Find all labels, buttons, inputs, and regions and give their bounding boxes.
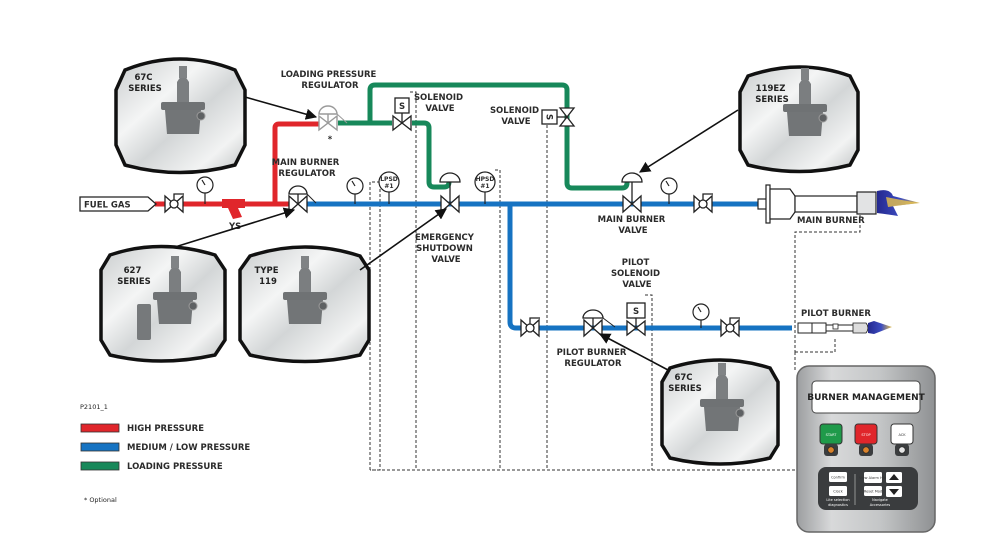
pilot-burner: PILOT BURNER (797, 309, 892, 334)
solenoid-valve-2-label: SOLENOID VALVE (490, 106, 542, 127)
y-strainer: YS (222, 199, 245, 232)
keypad: Confirm Clock Lite selection diagnostics… (818, 467, 918, 510)
regulator-photo (137, 255, 198, 340)
solenoid-s-symbol: S (544, 114, 554, 120)
hpsd-switch: HPSD #1 (474, 171, 496, 204)
high-pressure-pipe-riser (272, 121, 320, 204)
svg-text:Accessories: Accessories (870, 503, 891, 507)
optional-marker: * (328, 135, 333, 145)
legend-item-loading-pressure: LOADING PRESSURE (80, 461, 223, 472)
pressure-gauge-pilot (692, 303, 710, 328)
solenoid-valve-1-label: SOLENOID VALVE (414, 93, 466, 114)
emergency-shutdown-valve[interactable] (439, 172, 461, 214)
solenoid-s-symbol: S (633, 307, 639, 317)
svg-text:Clock: Clock (833, 490, 843, 494)
medium-pressure-pipe-pilot (507, 204, 792, 331)
pilot-flame-icon (868, 321, 892, 334)
pressure-gauge-inlet (196, 176, 214, 204)
svg-text:#1: #1 (480, 183, 489, 190)
svg-text:MEDIUM / LOW PRESSURE: MEDIUM / LOW PRESSURE (127, 443, 250, 453)
svg-text:Navigate: Navigate (872, 498, 888, 502)
emergency-shutdown-valve-label: EMERGENCY SHUTDOWN VALVE (415, 233, 477, 265)
svg-text:ACK: ACK (898, 433, 906, 437)
arrow-down-icon (889, 489, 899, 495)
product-callout-title: TYPE 119 (255, 266, 282, 287)
pilot-ball-valve-1[interactable] (520, 317, 540, 338)
svg-text:Reset Mod: Reset Mod (864, 490, 882, 494)
fuel-gas-label: FUEL GAS (84, 201, 131, 211)
svg-text:View Alarm Hist: View Alarm Hist (859, 476, 887, 480)
keypad-alarm-history-button[interactable] (864, 472, 882, 483)
main-burner-valve-label: MAIN BURNER VALVE (598, 215, 669, 236)
main-burner: MAIN BURNER (757, 184, 920, 226)
pilot-burner-regulator-label: PILOT BURNER REGULATOR (557, 348, 630, 369)
svg-text:Confirm: Confirm (831, 476, 845, 480)
y-strainer-label: YS (228, 222, 241, 232)
svg-text:STOP: STOP (861, 433, 870, 437)
main-burner-regulator-label: MAIN BURNER REGULATOR (272, 158, 343, 179)
svg-text:HIGH PRESSURE: HIGH PRESSURE (127, 424, 204, 434)
burner-management-title: BURNER MANAGEMENT (807, 393, 925, 403)
svg-text:START: START (826, 433, 838, 437)
main-flame-icon (877, 190, 920, 216)
loading-pressure-pipe-3 (412, 120, 452, 190)
lpsd-switch: LPSD #1 (378, 171, 400, 204)
product-callout-67c-pilot: 67C SERIES (660, 358, 780, 466)
pilot-solenoid-valve[interactable]: S (626, 302, 646, 337)
loading-pressure-regulator-label: LOADING PRESSURE REGULATOR (281, 70, 380, 91)
product-callout-title: 119EZ SERIES (755, 84, 789, 105)
svg-text:#1: #1 (384, 183, 393, 190)
product-callout-type-119: TYPE 119 (238, 245, 371, 364)
main-burner-label: MAIN BURNER (797, 216, 865, 226)
product-callout-title: 67C SERIES (668, 373, 702, 394)
fuel-gas-inlet: FUEL GAS (79, 196, 157, 212)
keypad-up-button[interactable] (886, 472, 902, 483)
figure-id: P2101_1 (80, 403, 108, 411)
legend-item-high-pressure: HIGH PRESSURE (80, 423, 204, 434)
product-callout-title: 67C SERIES (128, 73, 162, 94)
pilot-burner-label: PILOT BURNER (801, 309, 871, 319)
product-callout-title: 627 SERIES (117, 266, 151, 287)
stop-button[interactable]: STOP (854, 423, 878, 456)
pilot-solenoid-valve-label: PILOT SOLENOID VALVE (611, 258, 663, 290)
legend-item-medium-low-pressure: MEDIUM / LOW PRESSURE (80, 442, 250, 453)
solenoid-s-symbol: S (399, 102, 405, 112)
pilot-burner-regulator[interactable] (582, 309, 616, 338)
arrow-up-icon (889, 474, 899, 480)
inlet-ball-valve[interactable] (164, 193, 184, 214)
svg-text:diagnostics: diagnostics (828, 503, 848, 507)
burner-management-panel: BURNER MANAGEMENT START STOP ACK Confirm… (796, 365, 936, 533)
loading-pressure-pipe-2 (367, 82, 630, 191)
product-callout-627: 627 SERIES (99, 244, 227, 363)
svg-text:Lite selection: Lite selection (826, 498, 849, 502)
product-callout-67c-loading: 67C SERIES (114, 57, 247, 175)
main-burner-regulator[interactable] (288, 185, 317, 214)
pilot-ball-valve-2[interactable] (720, 317, 740, 338)
main-burner-ball-valve[interactable] (693, 193, 713, 214)
keypad-confirm-button[interactable] (829, 472, 847, 482)
keypad-clock-button[interactable] (829, 486, 847, 496)
start-button[interactable]: START (819, 423, 843, 456)
pressure-gauge-main-burner (660, 177, 678, 204)
svg-text:LPSD: LPSD (380, 176, 398, 183)
loading-pressure-regulator[interactable] (318, 105, 348, 132)
pressure-gauge-regulator-outlet (346, 177, 364, 204)
legend: HIGH PRESSURE MEDIUM / LOW PRESSURE LOAD… (80, 423, 250, 472)
solenoid-valve-2[interactable]: S (541, 107, 576, 127)
keypad-reset-button[interactable] (864, 486, 882, 496)
optional-footnote: * Optional (84, 496, 117, 504)
ack-button[interactable]: ACK (890, 423, 914, 456)
svg-text:LOADING PRESSURE: LOADING PRESSURE (127, 462, 223, 472)
product-callout-119ez: 119EZ SERIES (738, 65, 860, 174)
main-burner-valve[interactable] (621, 172, 643, 214)
solenoid-valve-1[interactable]: S (392, 97, 412, 132)
keypad-down-button[interactable] (886, 486, 902, 497)
pipes (155, 82, 792, 331)
svg-text:HPSD: HPSD (476, 176, 495, 183)
